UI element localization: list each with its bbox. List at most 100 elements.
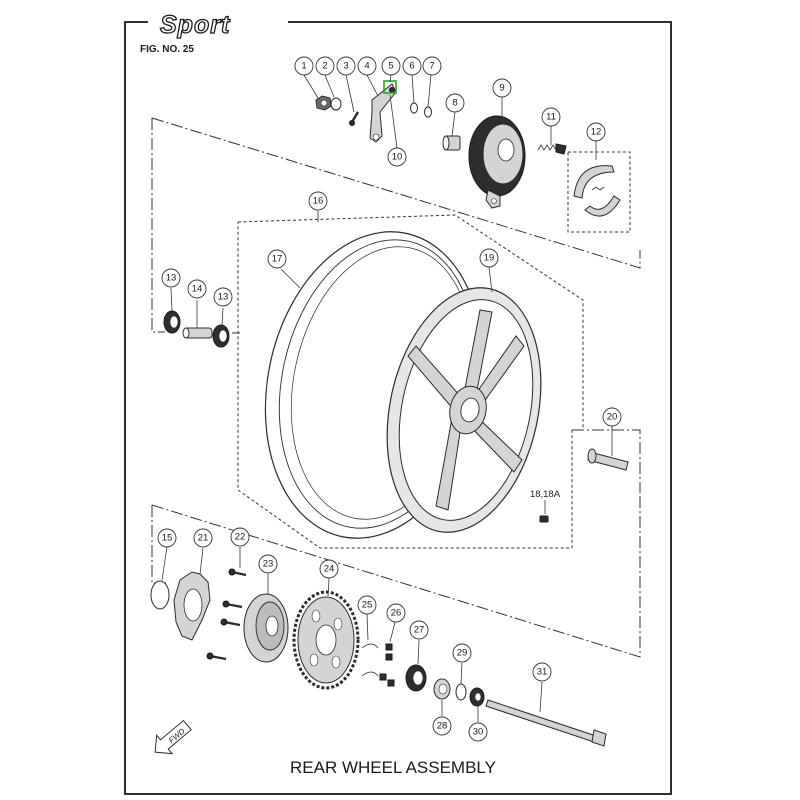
callout-number: 10 bbox=[392, 152, 403, 163]
diagram-title: REAR WHEEL ASSEMBLY bbox=[290, 758, 496, 777]
sprocket-bolts-part bbox=[206, 568, 247, 661]
callout-20: 20 bbox=[602, 407, 622, 427]
brand-backdrop bbox=[148, 12, 288, 38]
leader-17 bbox=[280, 268, 301, 289]
callout-3: 3 bbox=[336, 56, 356, 76]
boundary-right bbox=[572, 429, 641, 492]
callout-23: 23 bbox=[258, 554, 278, 574]
leader-21 bbox=[199, 547, 204, 575]
wheel-group-box bbox=[237, 214, 584, 549]
callout-number: 22 bbox=[235, 532, 246, 543]
leader-25 bbox=[366, 613, 369, 641]
callout-30: 30 bbox=[468, 722, 488, 742]
o-ring-part bbox=[410, 102, 418, 114]
callout-13b: 13 bbox=[213, 287, 233, 307]
callout-4: 4 bbox=[357, 56, 377, 76]
callout-number: 17 bbox=[272, 254, 283, 265]
distance-collar-part bbox=[182, 327, 213, 339]
callout-7: 7 bbox=[422, 56, 442, 76]
damper-retainer-part bbox=[173, 571, 211, 641]
axle-part bbox=[485, 699, 607, 747]
sprocket-part bbox=[292, 590, 360, 690]
sprocket-seal-part bbox=[433, 678, 451, 700]
sprocket-bearing-part bbox=[405, 664, 427, 692]
callout-number: 28 bbox=[437, 721, 448, 732]
callout-28: 28 bbox=[432, 716, 452, 736]
lock-plates-part bbox=[361, 643, 379, 677]
callout-2: 2 bbox=[315, 56, 335, 76]
callout-number: 14 bbox=[192, 284, 203, 295]
callout-22: 22 bbox=[230, 527, 250, 547]
brand-logo: Sport bbox=[160, 11, 231, 39]
figure-number: FIG. NO. 25 bbox=[140, 44, 194, 55]
callout-11: 11 bbox=[541, 107, 561, 127]
callout-number: 19 bbox=[484, 253, 495, 264]
bolt-part bbox=[349, 111, 360, 126]
leader-13a bbox=[170, 287, 173, 312]
callout-number: 30 bbox=[473, 727, 484, 738]
callout-9: 9 bbox=[492, 78, 512, 98]
sprocket-nuts-part bbox=[379, 643, 395, 687]
callout-number: 6 bbox=[409, 61, 414, 72]
callout-number: 15 bbox=[162, 533, 173, 544]
callout-16: 16 bbox=[308, 191, 328, 211]
bearing-left-part bbox=[163, 310, 181, 334]
wheel-rim-part bbox=[386, 287, 542, 533]
leader-27 bbox=[417, 639, 420, 665]
callout-13a: 13 bbox=[161, 268, 181, 288]
brake-shoe-group-box bbox=[567, 151, 631, 233]
callout-number: 13 bbox=[166, 273, 177, 284]
callout-number: 23 bbox=[263, 559, 274, 570]
brake-shoes-part bbox=[573, 165, 621, 217]
leader-3 bbox=[345, 74, 355, 113]
leader-15 bbox=[161, 546, 168, 581]
callout-number: 2 bbox=[322, 61, 327, 72]
label-18-18a: 18,18A bbox=[530, 489, 561, 500]
leader-6 bbox=[411, 74, 415, 104]
leader-10 bbox=[389, 94, 398, 149]
bearing-right-part bbox=[212, 324, 230, 348]
callout-number: 25 bbox=[362, 600, 373, 611]
callout-number: 12 bbox=[591, 127, 602, 138]
collar-part bbox=[442, 135, 461, 151]
callout-14: 14 bbox=[187, 279, 207, 299]
callout-number: 20 bbox=[607, 412, 618, 423]
washer-part bbox=[330, 97, 342, 111]
callout-24: 24 bbox=[319, 559, 339, 579]
callout-number: 7 bbox=[429, 61, 434, 72]
brake-panel-part bbox=[468, 115, 526, 209]
callout-31: 31 bbox=[532, 662, 552, 682]
boundary-upper-left bbox=[151, 118, 165, 333]
callout-5: 5 bbox=[381, 56, 401, 76]
page-frame bbox=[124, 21, 672, 795]
callout-number: 26 bbox=[391, 608, 402, 619]
fwd-arrow-icon: FWD bbox=[154, 719, 192, 755]
sprocket-hub-part bbox=[243, 593, 289, 663]
leader-1 bbox=[303, 74, 319, 99]
callout-number: 5 bbox=[388, 61, 393, 72]
boundary-upper-diag bbox=[151, 117, 641, 269]
callout-number: 13 bbox=[218, 292, 229, 303]
callout-number: 4 bbox=[364, 61, 369, 72]
callout-number: 1 bbox=[301, 61, 306, 72]
callout-29: 29 bbox=[452, 643, 472, 663]
spring-part bbox=[537, 143, 567, 155]
oil-seal-part bbox=[424, 106, 432, 118]
callout-17: 17 bbox=[267, 249, 287, 269]
callout-1: 1 bbox=[294, 56, 314, 76]
valve-part bbox=[539, 515, 549, 523]
callout-number: 16 bbox=[313, 196, 324, 207]
boundary-lower-diag bbox=[151, 492, 641, 658]
spacer-part bbox=[455, 683, 467, 701]
oil-seal-lower-part bbox=[469, 687, 485, 707]
leader-24 bbox=[327, 577, 330, 597]
leader-19 bbox=[488, 266, 493, 293]
leader-4 bbox=[366, 74, 379, 97]
callout-12: 12 bbox=[586, 122, 606, 142]
callout-10: 10 bbox=[387, 147, 407, 167]
leader-29 bbox=[460, 662, 463, 685]
leader-26 bbox=[389, 621, 396, 643]
callout-6: 6 bbox=[402, 56, 422, 76]
leader-2 bbox=[324, 74, 335, 98]
